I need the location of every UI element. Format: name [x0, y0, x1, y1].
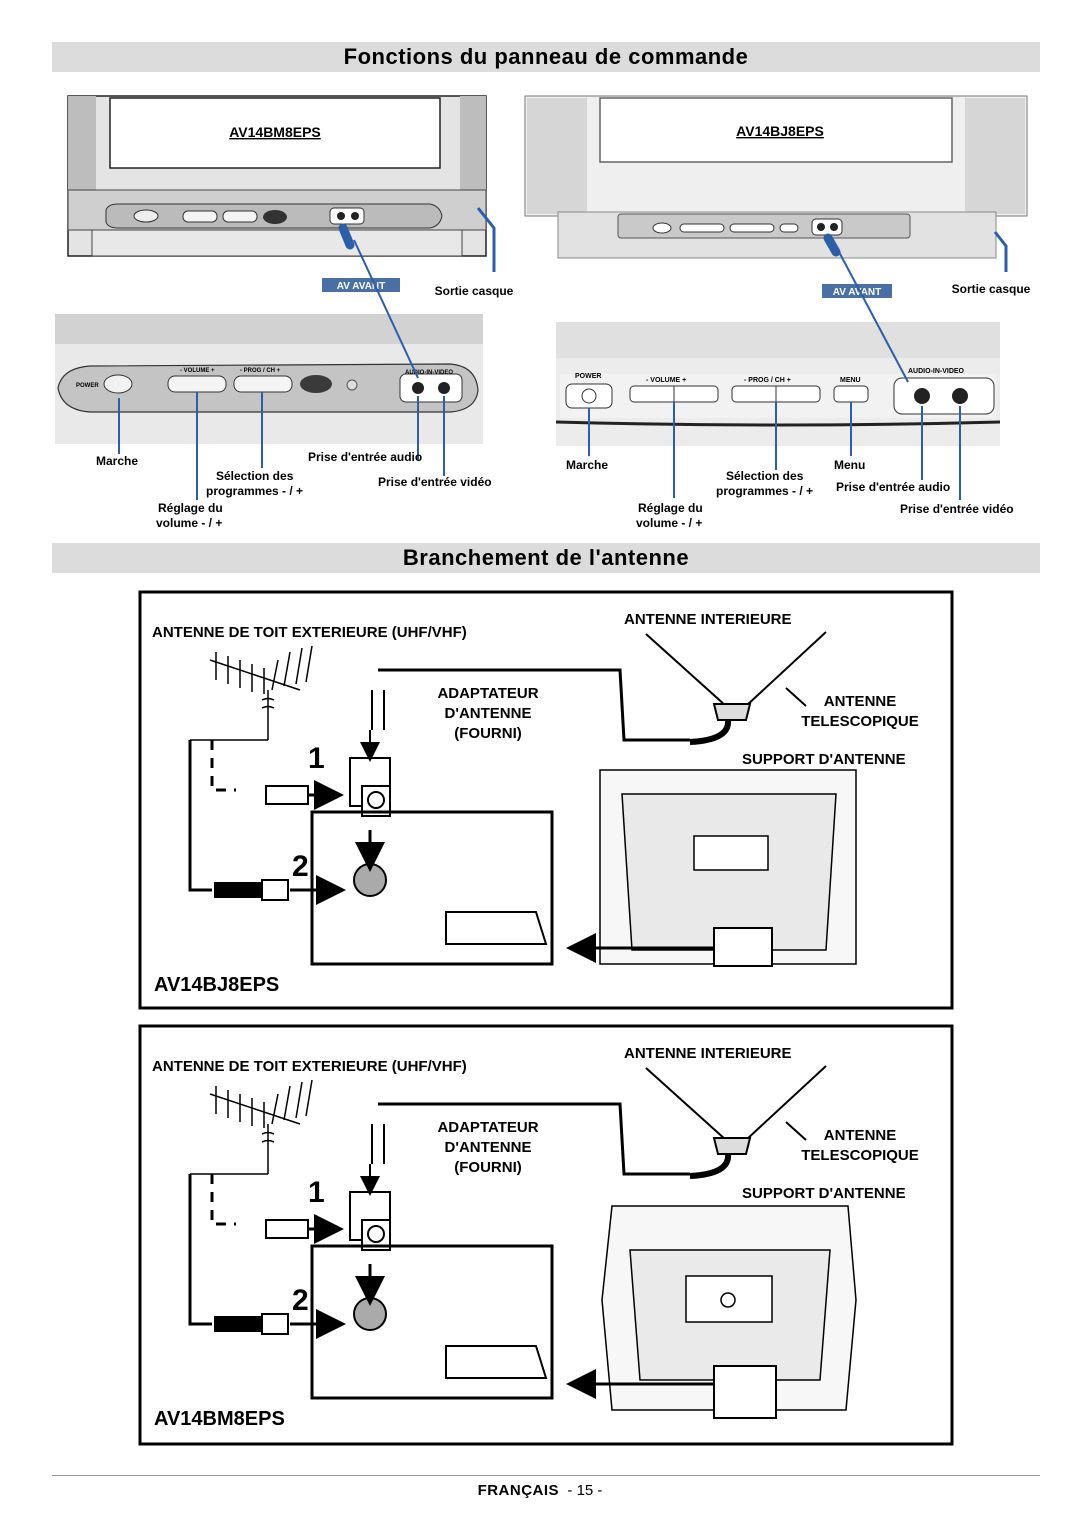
- callout-lines-right: [588, 402, 961, 500]
- svg-text:1: 1: [308, 742, 325, 775]
- svg-text:Réglage du: Réglage du: [158, 501, 223, 515]
- svg-text:Sélection des: Sélection des: [216, 469, 294, 483]
- antenna-diagram-1: ANTENNE DE TOIT EXTERIEURE (UHF/VHF) ANT…: [138, 590, 954, 1010]
- svg-text:(FOURNI): (FOURNI): [454, 1159, 522, 1176]
- svg-text:D'ANTENNE: D'ANTENNE: [445, 705, 532, 722]
- svg-text:SUPPORT D'ANTENNE: SUPPORT D'ANTENNE: [742, 751, 906, 768]
- svg-text:- PROG / CH +: - PROG / CH +: [744, 377, 791, 384]
- svg-text:ADAPTATEUR: ADAPTATEUR: [437, 1119, 538, 1136]
- svg-text:TELESCOPIQUE: TELESCOPIQUE: [801, 1147, 919, 1164]
- callout-lines-left: [118, 392, 445, 500]
- svg-text:ANTENNE DE TOIT EXTERIEURE (UH: ANTENNE DE TOIT EXTERIEURE (UHF/VHF): [152, 624, 467, 641]
- svg-text:Prise d'entrée audio: Prise d'entrée audio: [308, 450, 422, 464]
- svg-text:POWER: POWER: [76, 383, 99, 389]
- av-badge-right: AV AVANT: [822, 284, 892, 298]
- headphone-label-left: Sortie casque: [435, 284, 514, 298]
- callouts-left: Marche Sélection des programmes - / + Ré…: [96, 450, 492, 530]
- svg-text:ANTENNE DE TOIT EXTERIEURE (UH: ANTENNE DE TOIT EXTERIEURE (UHF/VHF): [152, 1058, 467, 1075]
- svg-text:- VOLUME +: - VOLUME +: [646, 377, 686, 384]
- antenna-diagram-2: ANTENNE DE TOIT EXTERIEURE (UHF/VHF) ANT…: [138, 1024, 954, 1446]
- svg-text:Marche: Marche: [566, 458, 608, 472]
- svg-text:AV AVANT: AV AVANT: [337, 281, 386, 292]
- svg-text:AUDIO-IN-VIDEO: AUDIO-IN-VIDEO: [405, 370, 453, 376]
- svg-text:programmes - / +: programmes - / +: [716, 484, 813, 498]
- model-label-right: AV14BJ8EPS: [736, 123, 824, 139]
- headphone-label-right: Sortie casque: [952, 282, 1031, 296]
- svg-text:SUPPORT D'ANTENNE: SUPPORT D'ANTENNE: [742, 1185, 906, 1202]
- svg-text:Prise d'entrée audio: Prise d'entrée audio: [836, 480, 950, 494]
- svg-text:Menu: Menu: [834, 458, 865, 472]
- svg-text:ANTENNE INTERIEURE: ANTENNE INTERIEURE: [624, 1045, 792, 1062]
- svg-text:volume - / +: volume - / +: [636, 516, 702, 530]
- svg-text:ANTENNE INTERIEURE: ANTENNE INTERIEURE: [624, 611, 792, 628]
- svg-text:ANTENNE: ANTENNE: [824, 693, 897, 710]
- svg-text:AV14BJ8EPS: AV14BJ8EPS: [154, 974, 279, 996]
- svg-text:Marche: Marche: [96, 454, 138, 468]
- tv-front-right: AV14BJ8EPS: [524, 95, 1028, 272]
- control-panel-zoom-right: POWER - VOLUME + - PROG / CH + MENU AUDI…: [555, 249, 1001, 446]
- svg-text:2: 2: [292, 1284, 309, 1317]
- svg-text:- PROG / CH +: - PROG / CH +: [240, 368, 281, 374]
- svg-text:programmes - / +: programmes - / +: [206, 484, 303, 498]
- svg-text:AV14BM8EPS: AV14BM8EPS: [154, 1408, 285, 1430]
- svg-text:D'ANTENNE: D'ANTENNE: [445, 1139, 532, 1156]
- svg-text:Sélection des: Sélection des: [726, 469, 804, 483]
- section-heading-control-panel: Fonctions du panneau de commande: [52, 42, 1040, 72]
- footer-language: FRANÇAIS: [477, 1482, 560, 1499]
- svg-text:Prise d'entrée vidéo: Prise d'entrée vidéo: [378, 475, 492, 489]
- page-number: - 15 -: [567, 1482, 603, 1499]
- section-heading-antenna: Branchement de l'antenne: [52, 543, 1040, 573]
- svg-text:(FOURNI): (FOURNI): [454, 725, 522, 742]
- svg-text:MENU: MENU: [840, 377, 861, 384]
- svg-text:TELESCOPIQUE: TELESCOPIQUE: [801, 713, 919, 730]
- av-badge-left: AV AVANT: [322, 278, 400, 292]
- svg-text:Réglage du: Réglage du: [638, 501, 703, 515]
- svg-text:- VOLUME +: - VOLUME +: [180, 368, 215, 374]
- svg-text:Prise d'entrée vidéo: Prise d'entrée vidéo: [900, 502, 1014, 516]
- control-panel-zoom-left: POWER - VOLUME + - PROG / CH + AUDIO-IN-…: [55, 239, 483, 444]
- svg-text:ADAPTATEUR: ADAPTATEUR: [437, 685, 538, 702]
- svg-text:volume - / +: volume - / +: [156, 516, 222, 530]
- tv-front-left: AV14BM8EPS: [67, 95, 496, 272]
- page-footer: FRANÇAIS - 15 -: [0, 1482, 1080, 1499]
- svg-text:ANTENNE: ANTENNE: [824, 1127, 897, 1144]
- svg-text:2: 2: [292, 850, 309, 883]
- svg-text:POWER: POWER: [575, 373, 601, 380]
- svg-text:AV AVANT: AV AVANT: [833, 287, 882, 298]
- model-label-left: AV14BM8EPS: [229, 124, 321, 140]
- footer-rule: [52, 1475, 1040, 1476]
- callouts-right: Marche Sélection des programmes - / + Me…: [566, 458, 1014, 530]
- svg-text:AUDIO-IN-VIDEO: AUDIO-IN-VIDEO: [908, 368, 965, 375]
- svg-text:1: 1: [308, 1176, 325, 1209]
